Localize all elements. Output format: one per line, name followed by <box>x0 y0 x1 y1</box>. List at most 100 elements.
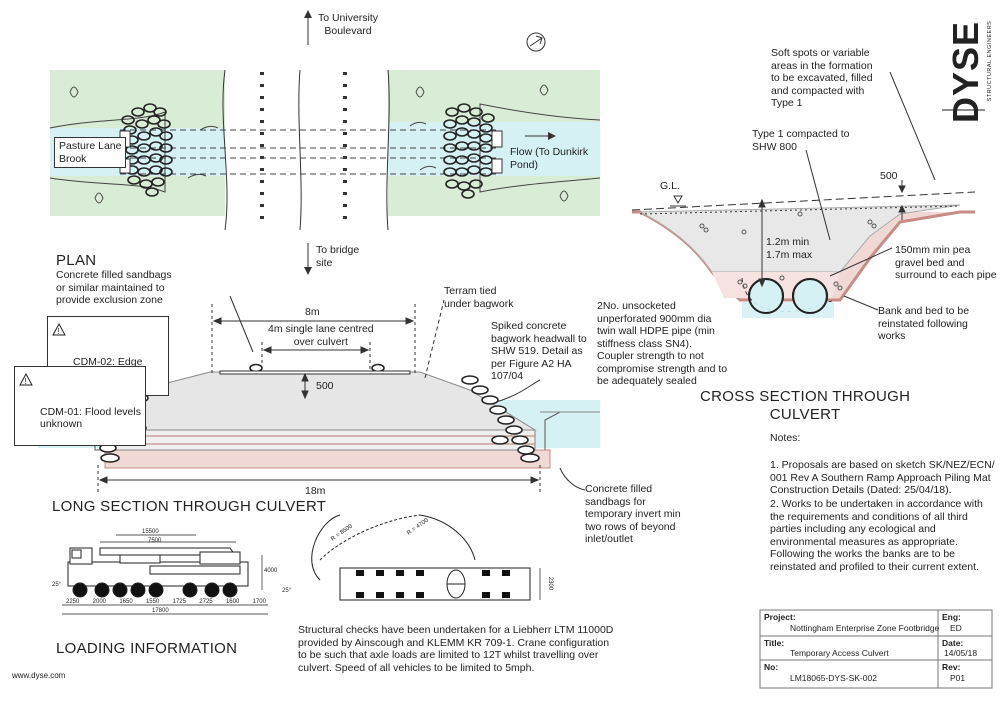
crane-dim-8: 1700 <box>252 599 266 605</box>
plan-title: PLAN <box>56 252 97 269</box>
cross-fill <box>639 204 961 273</box>
tb-eng: ED <box>950 623 962 633</box>
dyse-logo: DYSE STRUCTURAL ENGINEERS <box>936 12 993 123</box>
gl-level-icon <box>670 195 686 207</box>
long-dim-8m <box>211 304 416 374</box>
plan-road-edge-3 <box>386 69 390 231</box>
type1-note: Type 1 compacted to SHW 800 <box>752 128 850 153</box>
crane-dim-7: 1600 <box>225 599 240 605</box>
plan-grass-top-left <box>50 70 225 130</box>
bank-note: Bank and bed to be reinstated following … <box>878 305 970 342</box>
crane-dim-3: 1650 <box>119 599 133 605</box>
dim-18m-label: 18m <box>305 485 326 497</box>
long-bed-layer <box>104 449 551 469</box>
leader-terram <box>424 299 445 379</box>
tb-project: Nottingham Enterprise Zone Footbridge <box>790 623 940 633</box>
dim-8m-label: 8m <box>305 306 320 318</box>
plan-pipe-end-right-2 <box>491 158 503 174</box>
plan-road-edge-1 <box>222 69 228 231</box>
tb-title: Temporary Access Culvert <box>790 648 889 658</box>
svg-text:!: ! <box>58 327 60 336</box>
leader-invert <box>559 467 586 491</box>
note-2: 2. Works to be undertaken in accordance … <box>770 498 983 573</box>
cross-ground-level <box>631 191 976 211</box>
crane-height-dim: 4000 <box>264 568 278 574</box>
depth-label: 1.2m min 1.7m max <box>766 236 813 261</box>
tb-rev-label: Rev: <box>942 662 961 672</box>
leader-sandbags <box>229 295 254 353</box>
crane-dim-6: 2725 <box>199 599 213 605</box>
flow-label: Flow (To Dunkirk Pond) <box>510 146 589 171</box>
tb-date-label: Date: <box>942 638 964 648</box>
to-university-label: To University Boulevard <box>317 12 379 37</box>
crane-dim-1: 2250 <box>66 599 80 605</box>
leader-bank <box>843 295 879 311</box>
leader-type1 <box>805 149 831 241</box>
pipe-note: 2No. unsocketed unperforated 900mm dia t… <box>597 300 728 387</box>
to-bridge-label: To bridge site <box>316 244 360 269</box>
logo-subtitle: STRUCTURAL ENGINEERS <box>987 20 993 102</box>
tb-title-label: Title: <box>764 638 785 648</box>
svg-text:!: ! <box>25 377 27 386</box>
brook-label: Pasture Lane Brook <box>54 137 127 168</box>
crane-angle-right: 25° <box>282 588 292 594</box>
dim-4m-label: 4m single lane centred over culvert <box>268 323 374 348</box>
long-culvert-band <box>104 429 536 451</box>
rig-width-dim: 2300 <box>547 576 554 591</box>
plan-grass-marks <box>69 84 569 204</box>
loading-text: Structural checks have been undertaken f… <box>298 624 614 674</box>
long-dim-500 <box>301 372 309 400</box>
north-icon <box>526 32 546 52</box>
cross-section-view <box>631 71 976 318</box>
loading-title: LOADING INFORMATION <box>56 640 238 657</box>
tb-date: 14/05/18 <box>944 648 978 658</box>
plan-view <box>49 10 601 275</box>
tb-project-label: Project: <box>764 612 796 622</box>
website: www.dyse.com <box>12 671 66 680</box>
crane-drawing <box>62 534 268 615</box>
dim-500-long-label: 500 <box>316 380 334 392</box>
soft-spots-note: Soft spots or variable areas in the form… <box>771 47 873 109</box>
crane-dim-5: 1725 <box>172 599 186 605</box>
gl-label: G.L. <box>660 180 680 192</box>
leader-soft-spots <box>889 71 936 181</box>
swept-path-drawing <box>311 514 541 601</box>
long-dim-4m <box>261 342 371 370</box>
logo-text: DYSE <box>945 20 986 123</box>
plan-grass-bottom-left <box>50 176 225 216</box>
title-block <box>759 609 993 689</box>
cdm01-warning: ! CDM-01: Flood levels unknown <box>14 366 146 446</box>
crane-angle-left: 25° <box>52 582 62 588</box>
plan-sandbags-left <box>121 103 173 197</box>
cross-dim-500 <box>898 180 906 220</box>
invert-note: Concrete filled sandbags for temporary i… <box>585 483 681 545</box>
headwall-note: Spiked concrete bagwork headwall to SHW … <box>491 320 587 382</box>
dim-500-cross-label: 500 <box>880 170 898 182</box>
pea-gravel-note: 150mm min pea gravel bed and surround to… <box>895 244 997 281</box>
tb-rev: P01 <box>950 673 966 683</box>
plan-grass-bottom-right <box>388 176 600 216</box>
tb-eng-label: Eng: <box>942 612 961 622</box>
leader-gravel <box>829 247 893 277</box>
crane-total-dim: 17800 <box>152 608 169 614</box>
warning-icon: ! <box>19 373 33 386</box>
cdm01-text: CDM-01: Flood levels unknown <box>40 406 141 430</box>
sandbags-note: Concrete filled sandbags or similar main… <box>56 269 172 306</box>
tb-no-label: No: <box>764 662 779 672</box>
notes-heading: Notes: <box>770 432 801 444</box>
long-running-surface <box>219 370 411 375</box>
plan-road-edge-2 <box>298 69 302 231</box>
terram-note: Terram tied under bagwork <box>444 285 514 310</box>
tb-no: LM18065-DYS-SK-002 <box>790 673 877 683</box>
long-section-title: LONG SECTION THROUGH CULVERT <box>52 498 327 515</box>
crane-axle-dims: 2250 2000 1650 1550 1725 2725 1600 1700 <box>66 599 266 606</box>
crane-top-dim: 15500 <box>142 529 159 535</box>
leader-headwall <box>495 379 541 403</box>
plan-pipe-end-right-1 <box>491 130 503 148</box>
note-1: 1. Proposals are based on sketch SK/NEZ/… <box>770 459 995 496</box>
cross-section-title: CROSS SECTION THROUGH CULVERT <box>700 388 911 423</box>
crane-top2-dim: 7500 <box>148 538 162 544</box>
crane-dim-4: 1550 <box>145 599 160 605</box>
